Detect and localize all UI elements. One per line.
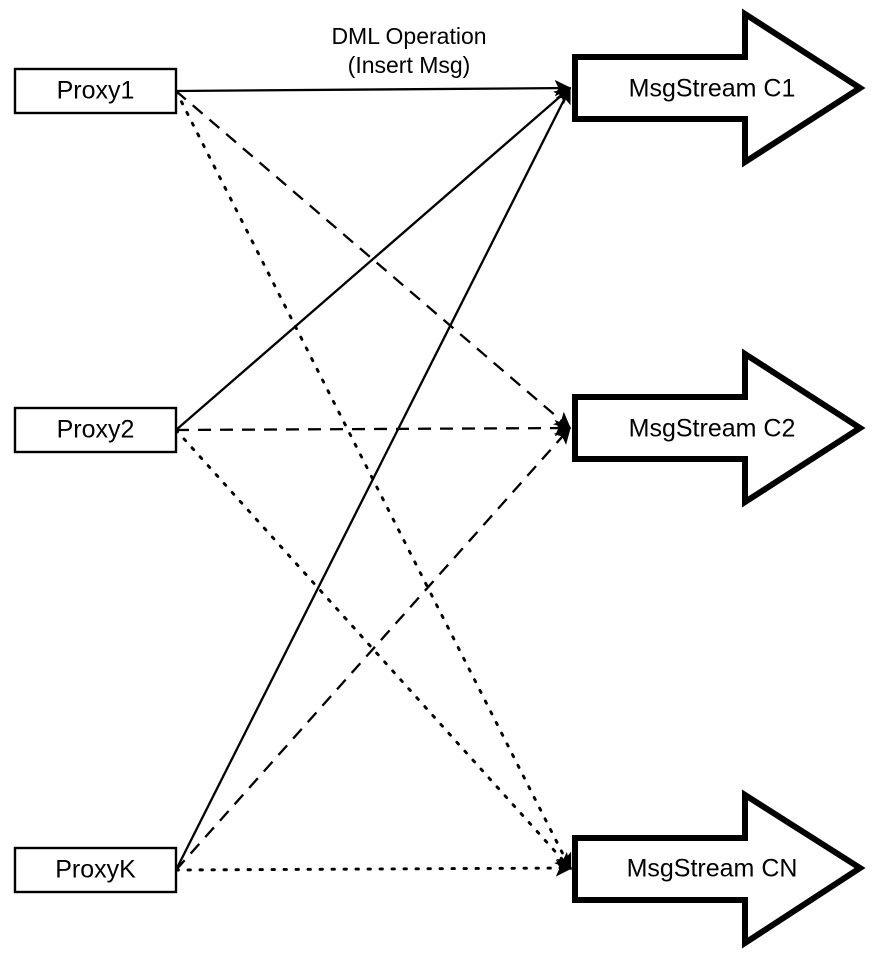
proxy-node-proxyk[interactable]: ProxyK <box>13 846 178 894</box>
proxy1-label: Proxy1 <box>57 77 135 105</box>
edge-proxyk-to-c2 <box>175 427 571 871</box>
edge-proxyk-to-cn <box>174 859 573 877</box>
msgstream-c1-label: MsgStream C1 <box>629 75 796 103</box>
msgstream-cn-arrow-shape[interactable] <box>572 789 866 949</box>
proxy2-box[interactable] <box>13 406 178 454</box>
stream-node-msgstream-c2[interactable]: MsgStream C2 <box>572 348 866 508</box>
proxyk-label: ProxyK <box>55 856 136 884</box>
edge-group <box>174 79 573 877</box>
proxy2-label: Proxy2 <box>57 416 135 444</box>
msgstream-c2-arrow-shape[interactable] <box>572 348 866 508</box>
proxy1-box[interactable] <box>13 67 178 115</box>
stream-node-msgstream-cn[interactable]: MsgStream CN <box>572 789 866 949</box>
proxy-node-proxy2[interactable]: Proxy2 <box>13 406 178 454</box>
proxy-node-proxy1[interactable]: Proxy1 <box>13 67 178 115</box>
edge-proxy2-to-c2 <box>175 419 572 437</box>
annotation-dml-operation: DML Operation (Insert Msg) <box>331 23 486 78</box>
edge-proxy1-to-cn <box>174 89 572 871</box>
stream-node-msgstream-c1[interactable]: MsgStream C1 <box>572 8 866 168</box>
msgstream-c1-arrow-shape[interactable] <box>572 8 866 168</box>
msgstream-cn-label: MsgStream CN <box>627 855 798 883</box>
annotation-line-2: (Insert Msg) <box>348 52 471 78</box>
proxyk-box[interactable] <box>13 846 178 894</box>
edge-proxy2-to-cn <box>174 428 572 871</box>
msgstream-c2-label: MsgStream C2 <box>629 415 796 443</box>
annotation-line-1: DML Operation <box>331 23 486 49</box>
edge-proxy2-to-c1 <box>175 87 572 431</box>
edge-proxy1-to-c1 <box>175 79 572 97</box>
